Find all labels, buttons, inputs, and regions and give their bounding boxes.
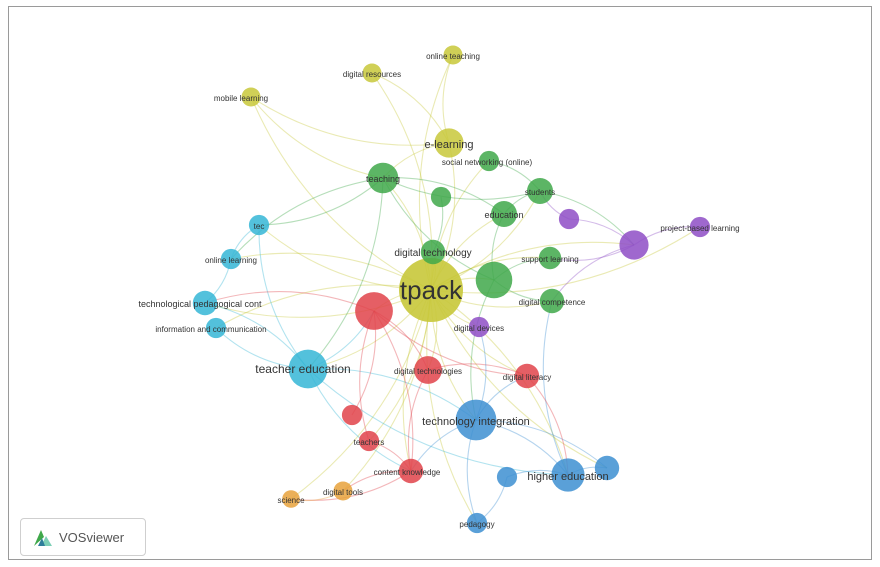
link-content-knowledge-science bbox=[290, 470, 412, 501]
node-label-digital-devices[interactable]: digital devices bbox=[454, 324, 504, 333]
link-tpack-project-based-learning bbox=[430, 226, 701, 294]
node-purple-node[interactable] bbox=[619, 230, 649, 260]
node-label-mobile-learning[interactable]: mobile learning bbox=[214, 94, 268, 103]
node-pedagogy[interactable] bbox=[466, 512, 488, 534]
node-label-digital-tools[interactable]: digital tools bbox=[323, 488, 363, 497]
link-teaching-tec bbox=[258, 177, 384, 226]
node-label-content-knowledge[interactable]: content knowledge bbox=[374, 468, 441, 477]
nodes-layer bbox=[192, 45, 711, 534]
link-red-hub-digital-literacy bbox=[373, 310, 528, 377]
link-purple-node-digital-competence bbox=[551, 244, 635, 302]
node-green-hub[interactable] bbox=[475, 261, 513, 299]
node-label-science[interactable]: science bbox=[277, 496, 305, 505]
node-label-social-networking[interactable]: social networking (online) bbox=[442, 158, 533, 167]
node-red-small[interactable] bbox=[341, 404, 363, 426]
link-tpack-mobile-learning bbox=[250, 96, 432, 291]
node-label-technological-pedagogical-cont[interactable]: technological pedagogical cont bbox=[138, 299, 262, 309]
node-tpack[interactable] bbox=[399, 258, 463, 322]
node-digital-technologies[interactable] bbox=[414, 356, 442, 384]
link-e-learning-mobile-learning bbox=[250, 96, 450, 146]
link-mobile-learning-teaching bbox=[250, 96, 384, 179]
node-label-pedagogy[interactable]: pedagogy bbox=[459, 520, 494, 529]
link-teacher-education-tec bbox=[258, 224, 309, 370]
node-digital-literacy[interactable] bbox=[514, 363, 540, 389]
node-online-learning[interactable] bbox=[220, 248, 242, 270]
node-label-students[interactable]: students bbox=[525, 188, 555, 197]
node-label-teachers[interactable]: teachers bbox=[354, 438, 385, 447]
link-teaching-online-learning bbox=[230, 177, 384, 260]
node-online-teaching[interactable] bbox=[443, 45, 463, 65]
node-support-learning[interactable] bbox=[538, 246, 562, 270]
node-teacher-education[interactable] bbox=[288, 349, 328, 389]
node-label-technology-integration[interactable]: technology integration bbox=[422, 416, 530, 428]
node-project-based-learning[interactable] bbox=[689, 216, 711, 238]
node-science[interactable] bbox=[282, 490, 300, 508]
node-label-e-learning[interactable]: e-learning bbox=[425, 139, 474, 151]
node-content-knowledge[interactable] bbox=[398, 458, 424, 484]
network-map[interactable]: tpack e-learning online teaching digital re… bbox=[9, 7, 872, 560]
node-higher-education[interactable] bbox=[551, 458, 585, 492]
link-red-hub-content-knowledge bbox=[373, 310, 414, 472]
labels-layer: tpack e-learning online teaching digital re… bbox=[138, 52, 739, 529]
node-teaching[interactable] bbox=[367, 162, 399, 194]
node-label-education[interactable]: education bbox=[484, 210, 523, 220]
node-label-tpack[interactable]: tpack bbox=[400, 275, 463, 305]
node-tec[interactable] bbox=[248, 214, 270, 236]
node-social-networking[interactable] bbox=[478, 150, 500, 172]
node-label-higher-education[interactable]: higher education bbox=[527, 471, 608, 483]
node-purple-small[interactable] bbox=[558, 208, 580, 230]
node-label-teaching[interactable]: teaching bbox=[366, 174, 400, 184]
node-digital-devices[interactable] bbox=[468, 316, 490, 338]
node-label-digital-resources[interactable]: digital resources bbox=[343, 70, 401, 79]
link-tpack-blue-small-1 bbox=[430, 289, 608, 469]
node-digital-technology[interactable] bbox=[420, 239, 446, 265]
link-students-purple-node bbox=[539, 190, 635, 246]
node-label-teacher-education[interactable]: teacher education bbox=[255, 362, 350, 376]
node-label-project-based-learning[interactable]: project-based learning bbox=[660, 224, 739, 233]
vosviewer-logo-icon bbox=[34, 530, 52, 546]
node-label-digital-literacy[interactable]: digital literacy bbox=[503, 373, 551, 382]
node-label-online-teaching[interactable]: online teaching bbox=[426, 52, 480, 61]
node-education[interactable] bbox=[491, 201, 517, 227]
link-teaching-teacher-education bbox=[307, 177, 384, 370]
node-digital-competence[interactable] bbox=[539, 288, 565, 314]
node-label-online-learning[interactable]: online learning bbox=[205, 256, 257, 265]
node-label-digital-technologies[interactable]: digital technologies bbox=[394, 367, 462, 376]
node-blue-small-1[interactable] bbox=[594, 455, 620, 481]
node-technology-integration[interactable] bbox=[455, 399, 497, 441]
vosviewer-logo: VOSviewer bbox=[20, 518, 146, 556]
node-label-tec[interactable]: tec bbox=[254, 222, 265, 231]
node-green-small[interactable] bbox=[430, 186, 452, 208]
node-e-learning[interactable] bbox=[434, 128, 464, 158]
link-red-hub-teachers bbox=[359, 310, 375, 442]
link-teacher-education-technology-integration bbox=[307, 368, 477, 421]
node-label-digital-competence[interactable]: digital competence bbox=[519, 298, 586, 307]
node-technological-pedagogical-cont[interactable] bbox=[192, 290, 218, 316]
link-teaching-students bbox=[382, 177, 541, 200]
link-e-learning-digital-resources bbox=[371, 72, 450, 144]
link-tpack-science bbox=[290, 289, 432, 500]
node-blue-small-2[interactable] bbox=[496, 466, 518, 488]
node-red-hub[interactable] bbox=[355, 292, 393, 330]
link-higher-education-digital-competence bbox=[542, 300, 569, 476]
node-label-information-communication[interactable]: information and communication bbox=[155, 325, 266, 334]
node-teachers[interactable] bbox=[358, 430, 380, 452]
link-red-hub-technological-pedagogical-cont bbox=[204, 290, 375, 312]
node-label-digital-technology[interactable]: digital technology bbox=[394, 248, 471, 259]
vosviewer-logo-text: VOSviewer bbox=[59, 529, 125, 545]
node-digital-tools[interactable] bbox=[333, 481, 353, 501]
node-information-communication[interactable] bbox=[205, 317, 227, 339]
network-visualization-frame[interactable]: tpack e-learning online teaching digital re… bbox=[8, 6, 872, 560]
node-digital-resources[interactable] bbox=[362, 63, 382, 83]
node-label-support-learning[interactable]: support learning bbox=[521, 255, 578, 264]
node-mobile-learning[interactable] bbox=[241, 87, 261, 107]
link-teacher-education-higher-education bbox=[307, 368, 569, 476]
node-students[interactable] bbox=[527, 178, 553, 204]
